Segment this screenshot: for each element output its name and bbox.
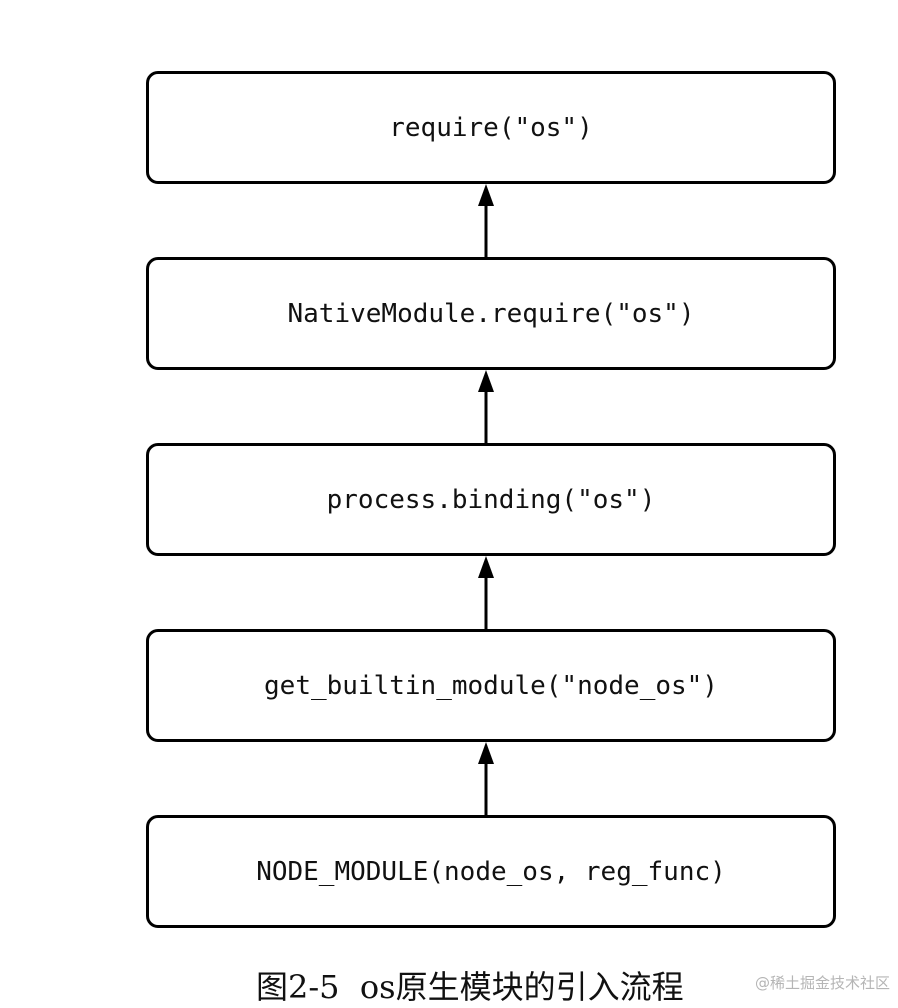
arrow-up-icon [478,742,494,816]
watermark: @稀土掘金技术社区 [754,974,890,992]
flow-box-native-module-require: NativeModule.require("os") [146,257,836,370]
flow-box-label: require("os") [389,112,593,143]
flow-box-process-binding: process.binding("os") [146,443,836,556]
arrow-up-icon [478,556,494,630]
flow-box-label: get_builtin_module("node_os") [264,670,718,701]
flow-box-node-module: NODE_MODULE(node_os, reg_func) [146,815,836,928]
figure-caption: 图2-5 os原生模块的引入流程 [256,968,684,1006]
arrow-up-icon [478,370,494,444]
arrow-up-icon [478,184,494,258]
flow-box-label: process.binding("os") [326,484,656,515]
flow-box-require: require("os") [146,71,836,184]
flow-box-label: NativeModule.require("os") [287,298,695,329]
flow-box-get-builtin-module: get_builtin_module("node_os") [146,629,836,742]
flow-box-label: NODE_MODULE(node_os, reg_func) [256,856,726,887]
